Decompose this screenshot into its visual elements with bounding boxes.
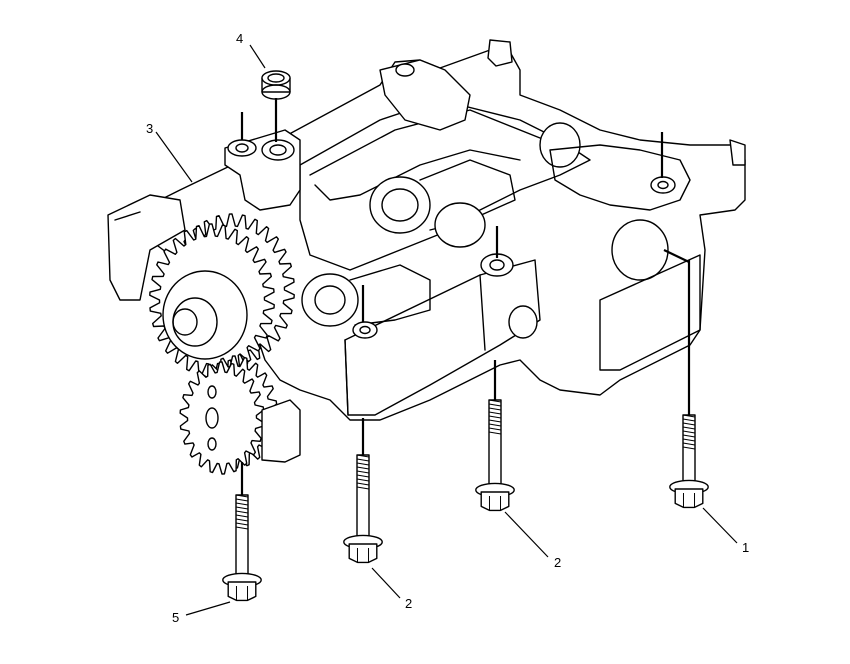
bolt-item-2-left [343, 454, 383, 564]
callout-1: 1 [742, 540, 749, 555]
boss-hole-dowel [261, 139, 295, 161]
gear-small-front-face [179, 361, 265, 475]
bolt-set [222, 399, 709, 602]
boss-hole-right [650, 176, 676, 194]
callout-5: 5 [172, 610, 179, 625]
assembly-axis-lines [240, 98, 691, 495]
callout-2-left: 2 [405, 596, 412, 611]
boss-hole-front [352, 321, 378, 339]
balancer-housing [107, 39, 746, 421]
boss-hole-left [227, 139, 257, 157]
bolt-item-2-center [475, 399, 515, 512]
gear-small-bore [205, 407, 219, 429]
dowel-sleeve [261, 70, 291, 100]
gear-hub [162, 270, 248, 360]
bolt-item-1 [669, 414, 709, 509]
callout-leaders [155, 44, 738, 616]
callout-4: 4 [236, 31, 243, 46]
gear-small-hole [207, 437, 217, 451]
gear-small-hole [207, 385, 217, 399]
callout-3: 3 [146, 121, 153, 136]
mounting-bosses [227, 139, 676, 339]
gear-bracket [261, 399, 301, 463]
bolt-item-5 [222, 494, 262, 602]
drive-gear-small [179, 355, 278, 475]
callout-2-center: 2 [554, 555, 561, 570]
callout-labels: 4 3 5 2 2 1 [146, 31, 749, 625]
